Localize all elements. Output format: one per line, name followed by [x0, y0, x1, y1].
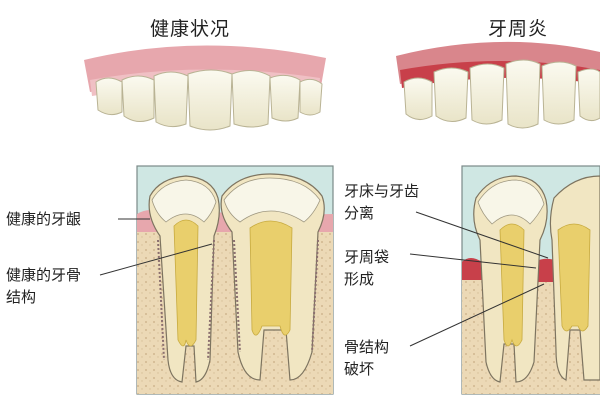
periodontitis-cross-section: [461, 165, 600, 395]
label-healthy-bone-structure: 健康的牙骨 结构: [6, 266, 82, 306]
periodontitis-teeth-front-view: [396, 41, 600, 129]
label-gum-separation: 牙床与牙齿 分离: [344, 182, 420, 222]
label-pocket-formation: 牙周袋 形成: [344, 248, 390, 288]
leader-pocket-formation: [409, 253, 537, 269]
leader-lines: [99, 211, 549, 347]
leader-healthy-bone: [99, 243, 213, 276]
title-healthy: 健康状况: [150, 18, 231, 40]
label-healthy-gum: 健康的牙龈: [6, 210, 82, 228]
healthy-teeth-front-view: [84, 45, 326, 131]
healthy-cross-section: [136, 165, 334, 395]
leader-bone-destruction: [409, 283, 545, 347]
leader-gum-separation: [415, 211, 549, 259]
title-periodontitis: 牙周炎: [488, 18, 549, 40]
label-bone-destruction: 骨结构 破坏: [344, 338, 390, 378]
